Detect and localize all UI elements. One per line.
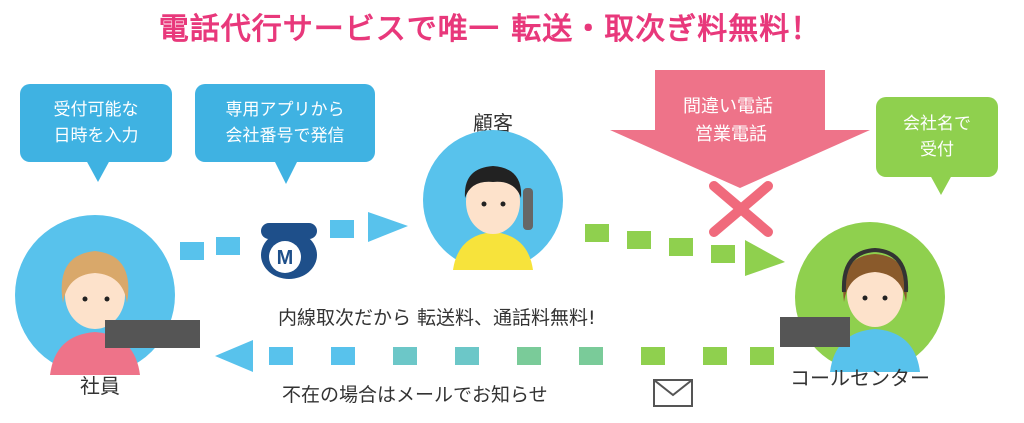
bubble-app-call: 専用アプリから 会社番号で発信	[195, 84, 375, 162]
phone-m-icon: M	[261, 223, 317, 279]
cross-icon	[709, 181, 773, 237]
svg-text:M: M	[277, 247, 294, 269]
bubble-line: 会社名で	[903, 114, 971, 134]
call-arrow-to-customer	[180, 212, 408, 260]
call-arrow-to-center	[585, 224, 785, 276]
absence-mail-text: 不在の場合はメールでお知らせ	[282, 384, 548, 406]
wrong-call-line: 間違い電話	[683, 96, 773, 117]
wrong-call-arrow	[610, 70, 870, 188]
bubble-line: 会社番号で発信	[225, 126, 345, 146]
free-transfer-text: 内線取次だから 転送料、通話料無料!	[278, 307, 596, 329]
bubble-tail	[274, 160, 298, 184]
operator-person	[780, 247, 920, 372]
return-arrow-to-employee	[215, 340, 774, 372]
bubble-available-hours: 受付可能な 日時を入力	[20, 84, 172, 162]
employee-person	[50, 251, 200, 375]
page-title: 電話代行サービスで唯一 転送・取次ぎ料無料！	[158, 12, 822, 47]
employee-label: 社員	[80, 374, 120, 398]
mail-icon	[653, 379, 693, 407]
bubble-tail	[930, 175, 952, 195]
bubble-line: 受付可能な	[53, 100, 139, 120]
bubble-line: 受付	[920, 140, 954, 160]
bubble-tail	[86, 160, 110, 182]
bubble-line: 日時を入力	[53, 126, 139, 146]
customer-person	[453, 166, 533, 270]
bubble-line: 専用アプリから	[225, 100, 345, 120]
wrong-call-line: 営業電話	[695, 124, 767, 145]
call-center-label: コールセンター	[790, 366, 930, 390]
bubble-company-name: 会社名で 受付	[876, 97, 998, 177]
